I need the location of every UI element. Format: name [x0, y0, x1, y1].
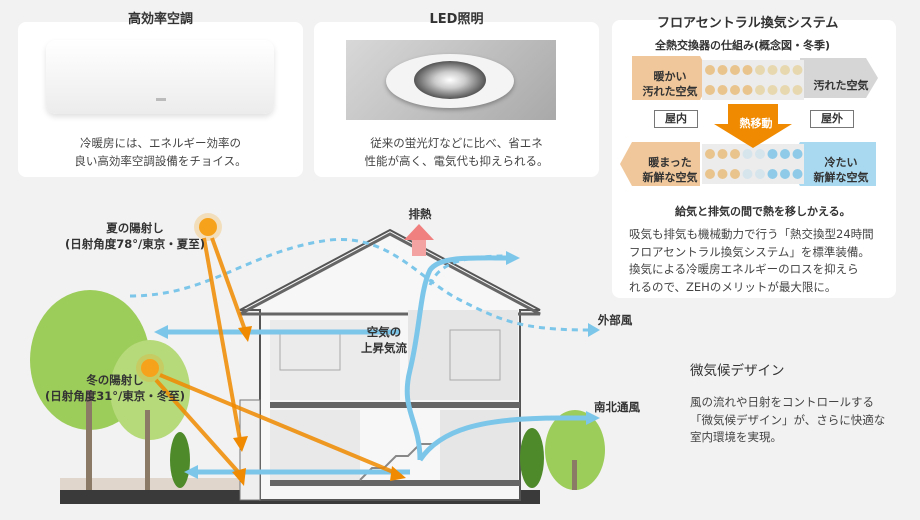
ac-title: 高効率空調	[127, 12, 193, 27]
led-card: LED照明 従来の蛍光灯などに比べ、省エネ 性能が高く、電気代も抑えられる。	[314, 12, 599, 177]
outside-wind-label: 外部風	[597, 313, 633, 327]
summer-sun-icon	[199, 218, 217, 236]
summer-sun-label: 夏の陽射し (日射角度78°/東京・夏至)	[65, 221, 205, 251]
warm-air-arrow-in	[632, 56, 712, 100]
exchanger-dot	[755, 85, 765, 95]
microclimate-description: 風の流れや日射をコントロールする 「微気候デザイン」が、さらに快適な 室内環境を…	[690, 395, 886, 444]
ventilation-subtitle: 全熱交換器の仕組み(概念図・冬季)	[655, 39, 831, 52]
exhaust-label: 排熱	[408, 207, 432, 221]
winter-sun-icon	[141, 359, 159, 377]
exchanger-dot	[755, 169, 765, 179]
exchanger-dot	[717, 85, 728, 95]
exchanger-dot	[792, 169, 803, 179]
led-description: 従来の蛍光灯などに比べ、省エネ 性能が高く、電気代も抑えられる。	[364, 136, 549, 168]
downlight-image	[346, 40, 556, 120]
ventilation-caption: 給気と排気の間で熱を移しかえる。	[675, 205, 851, 218]
ac-card: 高効率空調 冷暖房には、エネルギー効率の 良い高効率空調設備をチョイス。	[18, 12, 303, 177]
outdoor-tag: 屋外	[810, 110, 854, 128]
heat-transfer-arrow	[714, 104, 792, 148]
exchanger-dot	[780, 85, 790, 95]
indoor-tag: 屋内	[654, 110, 698, 128]
warm-dirty-air-label: 暖かい 汚れた空気	[642, 70, 698, 98]
exchanger-dot	[755, 149, 765, 159]
ventilation-title: フロアセントラル換気システム	[657, 16, 839, 31]
outside-wind-flow	[129, 238, 591, 332]
exchanger-dot	[730, 169, 740, 179]
exchanger-dot	[742, 169, 753, 179]
exchanger-dot	[742, 65, 753, 75]
exchanger-dot	[767, 65, 778, 75]
house-diagram	[30, 213, 605, 504]
exchanger-dot	[780, 149, 790, 159]
exchanger-dot	[730, 149, 740, 159]
exchanger-dot	[792, 149, 803, 159]
exchanger-dot	[730, 65, 740, 75]
winter-sun-label: 冬の陽射し (日射角度31°/東京・冬至)	[45, 373, 185, 403]
exchanger-dot	[705, 65, 715, 75]
ac-description: 冷暖房には、エネルギー効率の 良い高効率空調設備をチョイス。	[74, 136, 247, 168]
heat-exchanger-diagram	[620, 56, 878, 186]
exchanger-dot	[792, 85, 803, 95]
exchanger-dot	[780, 65, 790, 75]
exchanger-dot	[742, 149, 753, 159]
air-conditioner-image	[46, 40, 274, 114]
exchanger-dot	[767, 149, 778, 159]
exhaust-arrow	[404, 224, 434, 240]
warm-fresh-arrow	[620, 142, 700, 186]
exchanger-dot	[730, 85, 740, 95]
exchanger-dot	[705, 169, 715, 179]
north-south-wind-flow	[417, 415, 588, 462]
microclimate-title: 微気候デザイン	[690, 363, 785, 379]
exchanger-dot	[767, 169, 778, 179]
led-title: LED照明	[429, 12, 484, 27]
tree-right	[520, 428, 544, 488]
exchanger-dot	[755, 65, 765, 75]
exchanger-dot	[705, 149, 715, 159]
exchanger-dot	[717, 65, 728, 75]
warm-fresh-air-label: 暖まった 新鮮な空気	[642, 156, 698, 184]
exchanger-dot	[767, 85, 778, 95]
exchanger-dot	[780, 169, 790, 179]
exchanger-dot	[792, 65, 803, 75]
exchanger-dot	[717, 169, 728, 179]
dirty-air-label: 汚れた空気	[813, 79, 869, 92]
exchanger-dot	[705, 85, 715, 95]
cold-fresh-air-label: 冷たい 新鮮な空気	[813, 156, 869, 184]
north-south-wind-label: 南北通風	[594, 400, 640, 414]
updraft-label: 空気の 上昇気流	[361, 325, 407, 355]
heat-transfer-label: 熱移動	[739, 117, 773, 130]
exchanger-dot	[717, 149, 728, 159]
exchanger-dot	[742, 85, 753, 95]
cold-air-arrow	[788, 142, 876, 186]
dirty-air-arrow-out	[800, 58, 878, 98]
ventilation-description: 吸気も排気も機械動力で行う「熱交換型24時間 フロアセントラル換気システム」を標…	[629, 227, 874, 294]
updraft-flow	[404, 255, 511, 461]
